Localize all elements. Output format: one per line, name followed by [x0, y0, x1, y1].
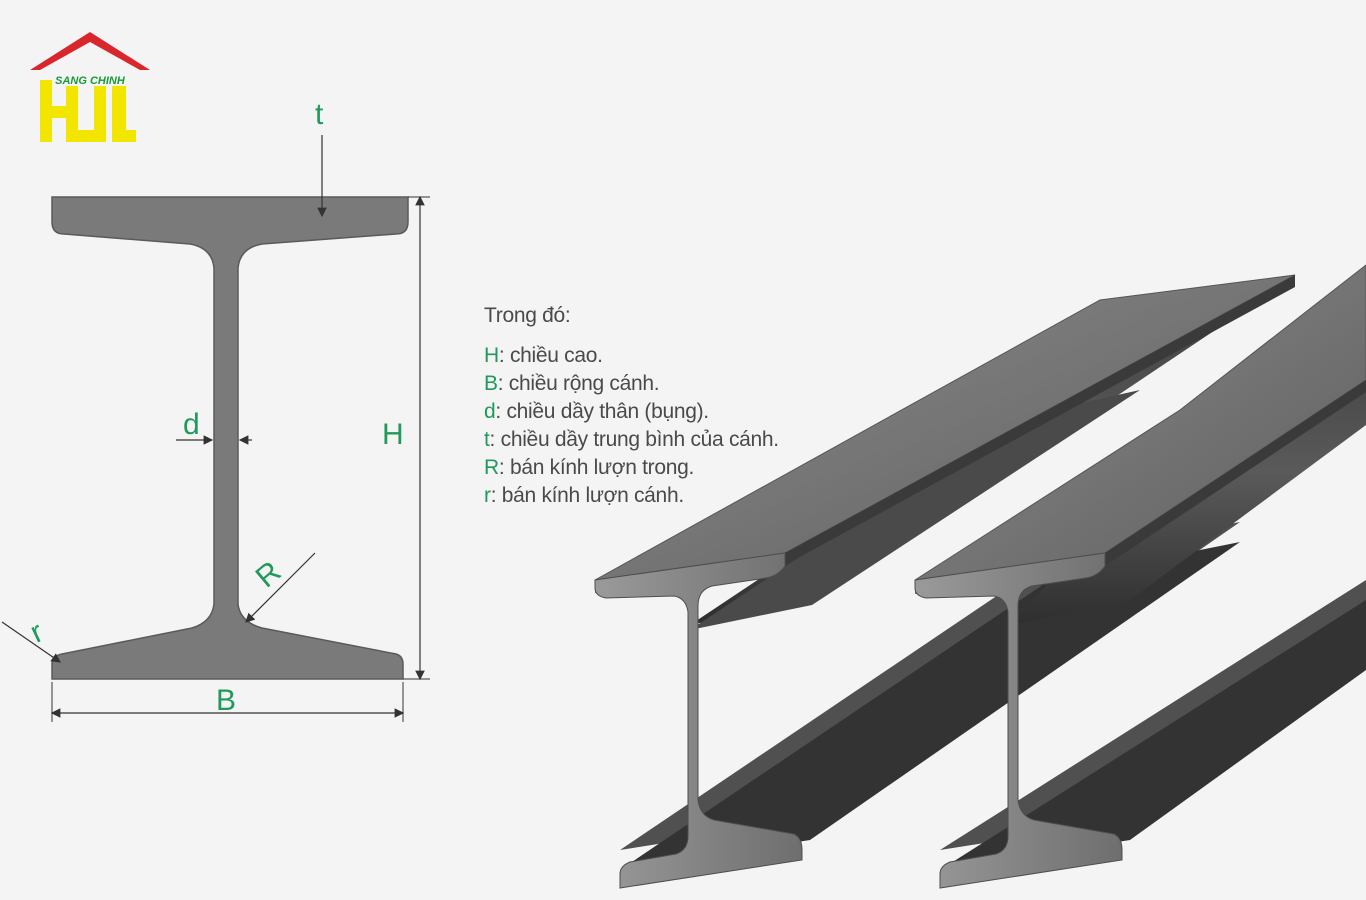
legend-title: Trong đó: — [484, 304, 571, 327]
legend: Trong đó: H: chiều cao. B: chiều rộng cá… — [484, 302, 864, 510]
legend-symbol: R — [484, 456, 499, 479]
legend-item: B: chiều rộng cánh. — [484, 370, 864, 398]
legend-text: : bán kính lượn trong. — [498, 456, 695, 479]
steel-beams-illustration — [594, 264, 1366, 889]
inner-radius-arrow — [245, 552, 316, 623]
steel-beam-right — [914, 264, 1366, 889]
logo-roof — [30, 32, 150, 70]
label-H: H — [382, 418, 404, 451]
legend-symbol: t — [484, 428, 490, 451]
legend-text: : bán kính lượn cánh. — [490, 484, 684, 507]
legend-item: r: bán kính lượn cánh. — [484, 482, 864, 510]
legend-text: : chiều rộng cánh. — [497, 372, 660, 395]
legend-symbol: r — [484, 484, 491, 507]
legend-text: : chiều dầy thân (bụng). — [495, 400, 709, 423]
company-logo: SANG CHINH — [30, 32, 150, 142]
label-B: B — [216, 684, 237, 717]
logo-brand-text: SANG CHINH — [55, 75, 126, 87]
flange-radius-arrow — [1, 621, 61, 663]
legend-symbol: H — [484, 344, 499, 367]
legend-text: : chiều dầy trung bình của cánh. — [489, 428, 780, 451]
legend-item: R: bán kính lượn trong. — [484, 454, 864, 482]
legend-item: H: chiều cao. — [484, 342, 864, 370]
legend-item: d: chiều dầy thân (bụng). — [484, 398, 864, 426]
legend-symbol: d — [484, 400, 496, 423]
label-d: d — [183, 408, 200, 441]
legend-text: : chiều cao. — [498, 344, 603, 367]
beam-section-shape — [51, 196, 409, 680]
i-beam-cross-section — [1, 135, 430, 722]
label-t: t — [315, 98, 324, 131]
legend-item: t: chiều dầy trung bình của cánh. — [484, 426, 864, 454]
legend-symbol: B — [484, 372, 498, 395]
